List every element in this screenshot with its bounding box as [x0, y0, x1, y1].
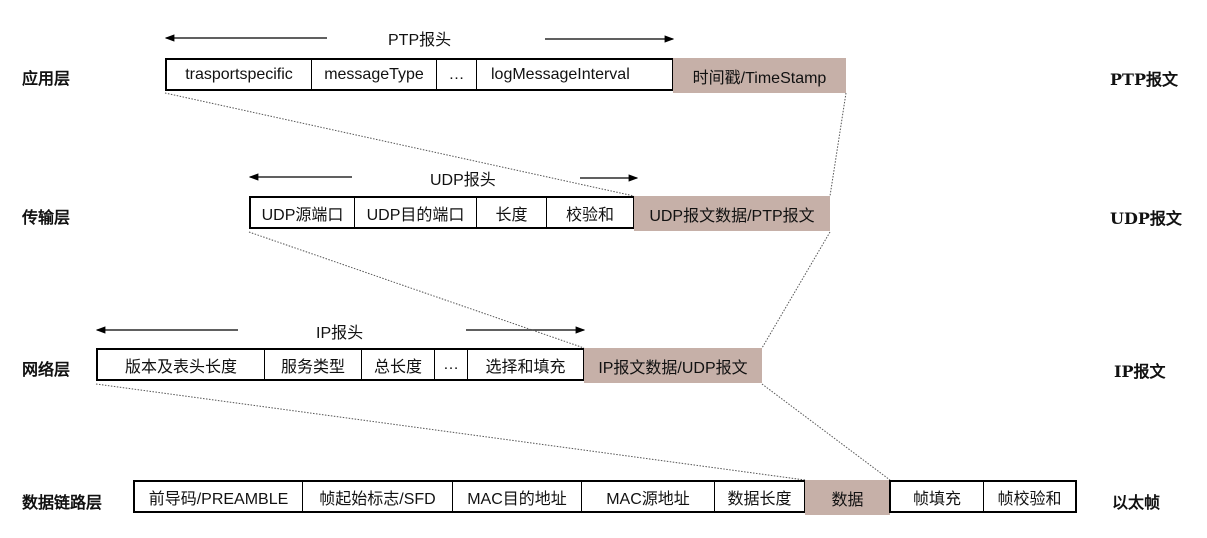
dotted-connector: [761, 383, 891, 481]
dotted-connector: [95, 383, 806, 481]
field-cell: 校验和: [565, 206, 614, 224]
dotted-connector: [829, 92, 847, 197]
field-cell: UDP目的端口: [355, 198, 477, 227]
field-cell: …: [435, 350, 468, 379]
field-cell: 帧起始标志/SFD: [303, 482, 453, 511]
dotted-connector: [761, 231, 831, 349]
ip-header-fields: 版本及表头长度 服务类型 总长度 … 选择和填充: [96, 348, 585, 381]
field-cell: 前导码/PREAMBLE: [135, 482, 303, 511]
field-cell: 版本及表头长度: [98, 350, 265, 379]
layer-label-transport: 传输层: [22, 208, 71, 227]
payload-cell: IP报文数据/UDP报文: [584, 348, 762, 383]
ptp-header-fields: trasportspecific messageType … logMessag…: [165, 58, 674, 91]
udp-header-label: UDP报头: [430, 172, 496, 189]
field-cell: 帧填充: [891, 482, 984, 511]
ethernet-trailer-fields: 帧填充 帧校验和: [889, 480, 1077, 513]
field-cell: 数据长度: [727, 490, 792, 508]
field-cell: 服务类型: [265, 350, 362, 379]
dotted-connector: [164, 92, 635, 197]
layer-label-application: 应用层: [22, 69, 71, 88]
field-cell: 长度: [477, 198, 547, 227]
payload-cell: UDP报文数据/PTP报文: [634, 196, 830, 231]
payload-cell: 时间戳/TimeStamp: [673, 58, 846, 93]
layer-label-network: 网络层: [22, 360, 71, 379]
field-cell: …: [437, 60, 477, 89]
payload-cell: 数据: [805, 480, 890, 515]
field-cell: 帧校验和: [997, 490, 1062, 508]
packet-label-ip: IP报文: [1114, 362, 1166, 381]
packet-label-udp: UDP报文: [1110, 209, 1182, 228]
field-cell: MAC源地址: [582, 482, 715, 511]
ethernet-header-fields: 前导码/PREAMBLE 帧起始标志/SFD MAC目的地址 MAC源地址 数据…: [133, 480, 806, 513]
ptp-header-label: PTP报头: [388, 32, 452, 49]
field-cell: 选择和填充: [485, 358, 566, 376]
field-cell: 总长度: [362, 350, 435, 379]
field-cell: trasportspecific: [167, 60, 312, 89]
field-cell: MAC目的地址: [453, 482, 582, 511]
dotted-connector: [248, 231, 585, 349]
layer-label-datalink: 数据链路层: [22, 493, 103, 512]
packet-label-ethernet: 以太帧: [1112, 493, 1161, 512]
field-cell: UDP源端口: [251, 198, 355, 227]
udp-header-fields: UDP源端口 UDP目的端口 长度 校验和: [249, 196, 635, 229]
field-cell: logMessageInterval: [491, 65, 630, 83]
packet-label-ptp: PTP报文: [1110, 70, 1178, 89]
ip-header-label: IP报头: [316, 325, 364, 342]
field-cell: messageType: [312, 60, 437, 89]
